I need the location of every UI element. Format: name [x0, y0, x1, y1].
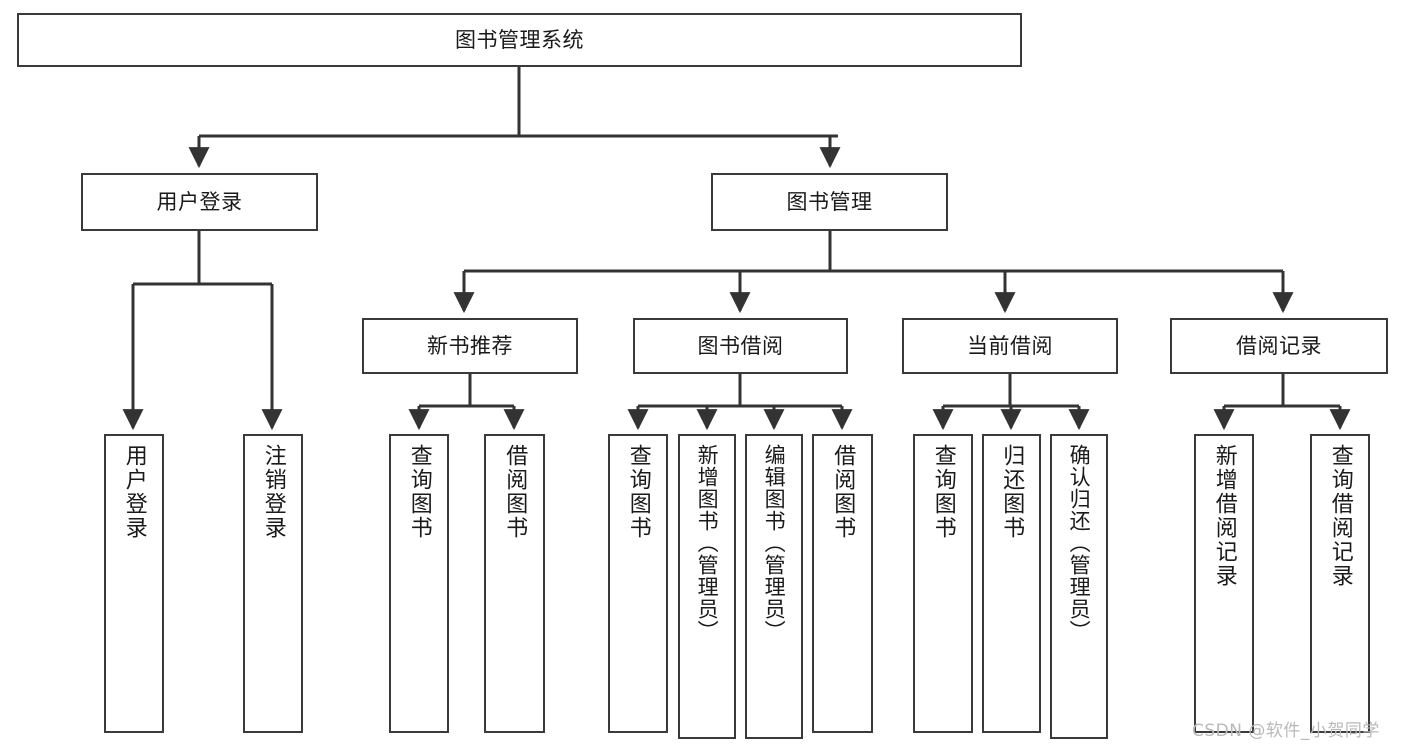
- node-label: 归还图书: [999, 444, 1025, 540]
- node-label: 查询图书: [930, 444, 956, 540]
- node-leaf-user-login[interactable]: 用户登录: [104, 434, 164, 733]
- node-label: 新增借阅记录: [1211, 444, 1237, 588]
- node-current-borrow[interactable]: 当前借阅: [902, 318, 1118, 374]
- node-new-book-rec[interactable]: 新书推荐: [362, 318, 578, 374]
- node-label: 编辑图书（管理员）: [762, 444, 787, 642]
- node-label: 当前借阅: [967, 333, 1053, 358]
- node-leaf-add-book[interactable]: 新增图书（管理员）: [678, 434, 736, 739]
- node-leaf-query-book-1[interactable]: 查询图书: [389, 434, 449, 733]
- node-borrow-record[interactable]: 借阅记录: [1170, 318, 1388, 374]
- node-label: 图书借阅: [697, 333, 784, 358]
- node-label: 查询图书: [625, 444, 651, 540]
- node-leaf-return-book[interactable]: 归还图书: [982, 434, 1041, 733]
- node-book-manage[interactable]: 图书管理: [711, 173, 948, 231]
- node-leaf-query-book-3[interactable]: 查询图书: [913, 434, 973, 733]
- node-label: 借阅图书: [830, 444, 856, 540]
- node-leaf-logout[interactable]: 注销登录: [243, 434, 303, 733]
- node-label: 查询借阅记录: [1327, 444, 1353, 588]
- node-label: 借阅记录: [1236, 333, 1322, 358]
- node-label: 借阅图书: [502, 444, 528, 540]
- node-label: 图书管理: [786, 189, 873, 214]
- node-label: 新增图书（管理员）: [695, 444, 720, 642]
- node-user-login[interactable]: 用户登录: [81, 173, 318, 231]
- node-label: 查询图书: [406, 444, 432, 540]
- node-leaf-query-book-2[interactable]: 查询图书: [608, 434, 668, 733]
- node-label: 确认归还（管理员）: [1067, 444, 1092, 642]
- node-leaf-edit-book[interactable]: 编辑图书（管理员）: [745, 434, 803, 739]
- node-label: 用户登录: [121, 444, 147, 540]
- node-leaf-borrow-book-1[interactable]: 借阅图书: [484, 434, 545, 733]
- node-label: 图书管理系统: [455, 27, 584, 52]
- node-book-borrow[interactable]: 图书借阅: [633, 318, 848, 374]
- node-leaf-add-record[interactable]: 新增借阅记录: [1194, 434, 1254, 733]
- node-label: 用户登录: [156, 189, 243, 214]
- node-root-system[interactable]: 图书管理系统: [17, 13, 1022, 67]
- node-leaf-borrow-book-2[interactable]: 借阅图书: [812, 434, 873, 733]
- node-label: 新书推荐: [427, 333, 513, 358]
- node-leaf-query-record[interactable]: 查询借阅记录: [1310, 434, 1370, 733]
- node-label: 注销登录: [260, 444, 286, 540]
- node-leaf-confirm-return[interactable]: 确认归还（管理员）: [1050, 434, 1108, 739]
